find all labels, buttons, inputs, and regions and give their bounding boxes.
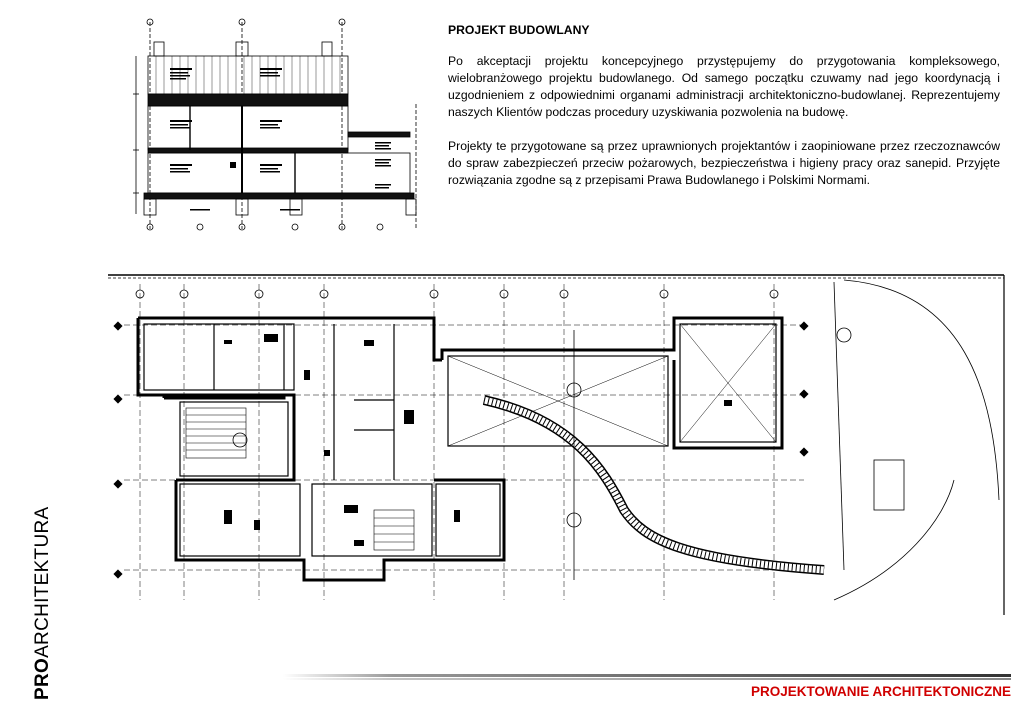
building-section-drawing — [133, 18, 417, 231]
footer-title: PROJEKTOWANIE ARCHITEKTONICZNE — [750, 684, 1011, 699]
description-block: PROJEKT BUDOWLANY Po akceptacji projektu… — [448, 22, 1000, 206]
brand-bold: PRO — [32, 657, 53, 700]
section-heading: PROJEKT BUDOWLANY — [448, 23, 590, 37]
brand-regular: ARCHITEKTURA — [32, 506, 53, 658]
paragraph-2: Projekty te przygotowane są przez uprawn… — [448, 139, 1000, 187]
footer-divider — [283, 674, 1011, 680]
paragraph-1: Po akceptacji projektu koncepcyjnego prz… — [448, 54, 1000, 119]
brand-logo: PROARCHITEKTURA — [8, 507, 53, 700]
floor-plan-drawing — [108, 274, 1005, 615]
